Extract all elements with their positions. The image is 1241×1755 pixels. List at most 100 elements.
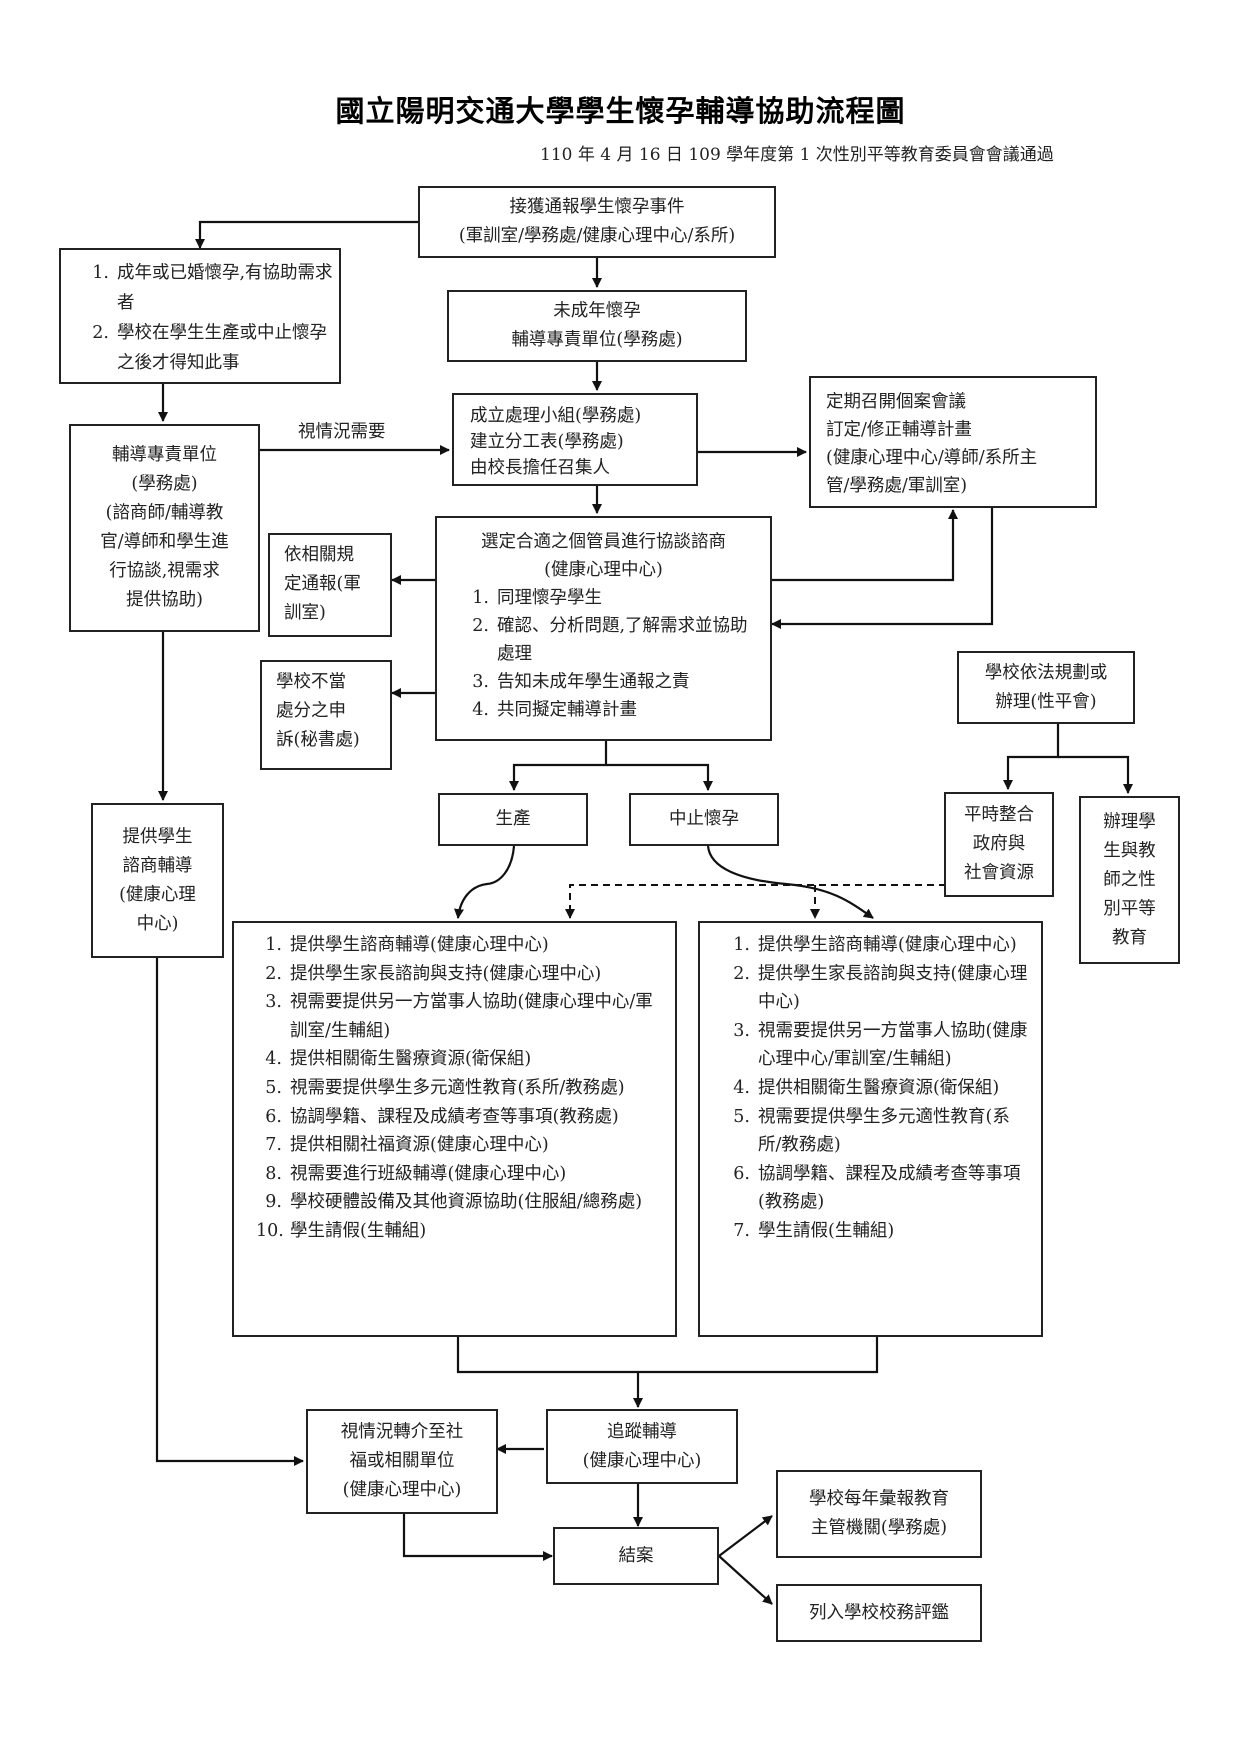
gender-edu-line: 別平等 — [1103, 898, 1156, 919]
node-school-law: 學校依法規劃或 辦理(性平會) — [957, 651, 1135, 724]
task-group-line: 由校長擔任召集人 — [470, 458, 610, 478]
counsel-unit-line: 輔導專責單位 — [112, 445, 217, 465]
arrow-manager-to-birth — [509, 741, 608, 791]
node-notify: 依相關規 定通報(軍 訓室) — [268, 533, 392, 637]
case-manager-item: 1.同理懷孕學生 — [472, 588, 602, 608]
case-meeting-line: 訂定/修正輔導計畫 — [826, 420, 972, 440]
task-group-line: 建立分工表(學務處) — [470, 432, 624, 452]
node-adult: 1.成年或已婚懷孕,有協助需求者 2.學校在學生生產或中止懷孕之後才得知此事 — [59, 248, 341, 384]
node-close-case: 結案 — [553, 1527, 719, 1585]
node-report: 接獲通報學生懷孕事件 (軍訓室/學務處/健康心理中心/系所) — [418, 186, 776, 258]
annual-report-line: 學校每年彙報教育 — [809, 1489, 949, 1509]
arrow-close-to-evaluation — [718, 1555, 773, 1605]
follow-up-line: (健康心理中心) — [582, 1450, 702, 1471]
node-follow-up: 追蹤輔導 (健康心理中心) — [546, 1409, 738, 1484]
case-meeting-line: 管/學務處/軍訓室) — [826, 476, 968, 496]
termination-service-item: 5.視需要提供學生多元適性教育(系所/教務處) — [733, 1106, 1010, 1156]
arrow-close-to-report — [718, 1515, 773, 1557]
appeal-line: 訴(秘書處) — [276, 730, 360, 750]
notify-line: 定通報(軍 — [284, 574, 361, 594]
report-line-1: 接獲通報學生懷孕事件 — [509, 197, 685, 217]
appeal-line: 學校不當 — [276, 672, 346, 692]
dashed-resources-link — [565, 884, 946, 919]
arrow-law-to-genderedu — [1058, 755, 1133, 794]
case-meeting-line: (健康心理中心/導師/系所主 — [826, 448, 1038, 468]
task-group-line: 成立處理小組(學務處) — [470, 406, 642, 426]
evaluation-label: 列入學校校務評鑑 — [809, 1602, 949, 1623]
resources-line: 政府與 — [972, 834, 1026, 854]
birth-service-item: 4.提供相關衛生醫療資源(衛保組) — [265, 1049, 532, 1070]
node-annual-report: 學校每年彙報教育 主管機關(學務處) — [776, 1470, 982, 1558]
provide-counsel-line: 諮商輔導 — [122, 855, 193, 876]
counsel-unit-line: 行協談,視需求 — [109, 561, 220, 581]
counsel-unit-line: (諮商師/輔導教 — [105, 503, 224, 523]
counsel-unit-line: (學務處) — [131, 474, 198, 494]
counsel-unit-line: 提供協助) — [126, 590, 203, 610]
approval-note: 110 年 4 月 16 日 109 學年度第 1 次性別平等教育委員會會議通過 — [540, 145, 1054, 165]
arrow-referral-to-close — [402, 1514, 553, 1561]
node-termination-services: 1.提供學生諮商輔導(健康心理中心) 2.提供學生家長諮詢與支持(健康心理中心)… — [698, 921, 1043, 1337]
node-referral: 視情況轉介至社 福或相關單位 (健康心理中心) — [306, 1409, 498, 1514]
school-law-line: 辦理(性平會) — [995, 691, 1097, 712]
provide-counsel-line: 提供學生 — [122, 826, 193, 847]
page-title: 國立陽明交通大學學生懷孕輔導協助流程圖 — [335, 94, 906, 128]
arrow-manager-to-meeting — [770, 509, 958, 582]
school-law-line: 學校依法規劃或 — [984, 662, 1108, 683]
adult-item: 2.學校在學生生產或中止懷孕之後才得知此事 — [92, 323, 327, 373]
termination-service-item: 2.提供學生家長諮詢與支持(健康心理中心) — [733, 963, 1028, 1013]
annual-report-line: 主管機關(學務處) — [810, 1518, 948, 1538]
node-gender-education: 辦理學 生與教 師之性 別平等 教育 — [1079, 796, 1180, 964]
node-evaluation: 列入學校校務評鑑 — [776, 1584, 982, 1642]
arrow-meeting-to-manager — [771, 508, 994, 629]
gender-edu-line: 教育 — [1112, 927, 1147, 948]
as-needed-label: 視情況需要 — [298, 422, 386, 442]
termination-service-item: 7.學生請假(生輔組) — [733, 1220, 895, 1241]
case-manager-subheading: (健康心理中心) — [544, 560, 663, 580]
case-manager-item: 3.告知未成年學生通報之責 — [472, 672, 690, 692]
notify-line: 依相關規 — [284, 545, 354, 565]
node-termination: 中止懷孕 — [629, 793, 779, 846]
provide-counsel-line: 中心) — [136, 913, 179, 934]
birth-service-item: 5.視需要提供學生多元適性教育(系所/教務處) — [265, 1077, 625, 1098]
gender-edu-line: 師之性 — [1103, 869, 1156, 890]
node-case-manager: 選定合適之個管員進行協談諮商 (健康心理中心) 1.同理懷孕學生 2.確認、分析… — [435, 516, 772, 741]
resources-line: 社會資源 — [964, 863, 1034, 883]
birth-service-item: 6.協調學籍、課程及成績考查等事項(教務處) — [265, 1106, 619, 1127]
arrow-birth-to-services — [454, 845, 516, 919]
arrow-manager-to-termination — [606, 763, 713, 791]
termination-label: 中止懷孕 — [669, 809, 739, 829]
node-birth-services: 1.提供學生諮商輔導(健康心理中心) 2.提供學生家長諮詢與支持(健康心理中心)… — [232, 921, 677, 1337]
birth-service-item: 9.學校硬體設備及其他資源協助(住服組/總務處) — [265, 1192, 643, 1213]
birth-service-item: 7.提供相關社福資源(健康心理中心) — [265, 1135, 549, 1156]
minor-line-2: 輔導專責單位(學務處) — [511, 330, 683, 350]
gender-edu-line: 辦理學 — [1103, 811, 1156, 832]
appeal-line: 處分之申 — [276, 701, 346, 721]
arrow-termination-to-services — [706, 845, 874, 919]
arrow-services-merge — [456, 1337, 879, 1374]
notify-line: 訓室) — [284, 603, 326, 623]
birth-service-item: 1.提供學生諮商輔導(健康心理中心) — [265, 935, 549, 955]
referral-line: 福或相關單位 — [349, 1451, 455, 1471]
termination-service-item: 1.提供學生諮商輔導(健康心理中心) — [733, 935, 1017, 955]
case-meeting-line: 定期召開個案會議 — [826, 392, 966, 412]
gender-edu-line: 生與教 — [1103, 840, 1156, 861]
birth-service-item: 10.學生請假(生輔組) — [256, 1220, 427, 1241]
birth-label: 生產 — [495, 809, 531, 829]
provide-counsel-line: (健康心理 — [119, 884, 196, 905]
follow-up-line: 追蹤輔導 — [607, 1421, 677, 1442]
node-provide-counsel: 提供學生 諮商輔導 (健康心理 中心) — [91, 803, 224, 958]
birth-service-item: 3.視需要提供另一方當事人協助(健康心理中心/軍訓室/生輔組) — [265, 992, 653, 1041]
close-case-label: 結案 — [618, 1545, 654, 1566]
node-resources: 平時整合 政府與 社會資源 — [944, 792, 1054, 897]
case-manager-heading: 選定合適之個管員進行協談諮商 — [481, 532, 726, 552]
arrow-providecounsel-to-referral — [155, 958, 304, 1466]
counsel-unit-line: 官/導師和學生進 — [100, 532, 229, 552]
resources-line: 平時整合 — [964, 805, 1034, 825]
node-birth: 生產 — [438, 793, 588, 846]
node-task-group: 成立處理小組(學務處) 建立分工表(學務處) 由校長擔任召集人 — [452, 393, 698, 486]
node-minor: 未成年懷孕 輔導專責單位(學務處) — [447, 290, 747, 362]
node-appeal: 學校不當 處分之申 訴(秘書處) — [260, 660, 392, 770]
termination-service-item: 3.視需要提供另一方當事人協助(健康心理中心/軍訓室/生輔組) — [733, 1020, 1028, 1070]
node-counsel-unit: 輔導專責單位 (學務處) (諮商師/輔導教 官/導師和學生進 行協談,視需求 提… — [69, 424, 260, 632]
